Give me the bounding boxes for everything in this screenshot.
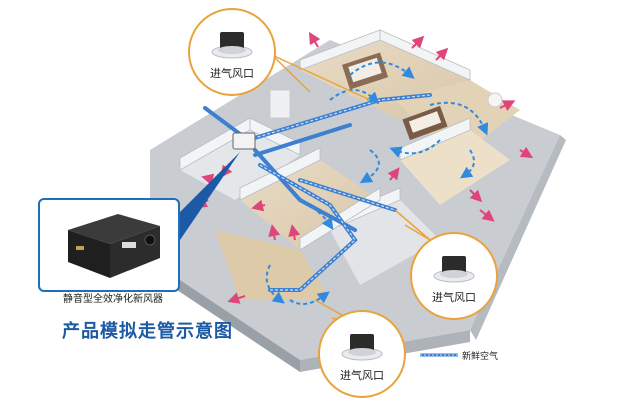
ceiling-vent-icon (433, 256, 475, 283)
air-inlet-label-bottom: 进气风口 (340, 369, 384, 382)
fresh-air-unit (232, 132, 256, 150)
air-inlet-callout-bottom: 进气风口 (318, 310, 406, 398)
air-inlet-label-right: 进气风口 (432, 291, 476, 304)
room-floors (180, 40, 520, 300)
ceiling-vent-icon (341, 334, 383, 361)
air-inlet-callout-right: 进气风口 (410, 232, 498, 320)
legend-fresh-air-label: 新鲜空气 (462, 352, 499, 362)
fresh-air-unit-callout (38, 198, 180, 292)
air-inlet-label-top: 进气风口 (210, 67, 254, 80)
diagram-title: 产品模拟走管示意图 (62, 321, 233, 342)
duct-highlight (247, 94, 431, 291)
callout-leaders (271, 54, 431, 326)
air-inlet-callout-top: 进气风口 (188, 8, 276, 96)
furniture (269, 52, 503, 141)
fresh-airflow-arrows (265, 61, 489, 305)
device-callout-pointer (180, 152, 240, 240)
fresh-air-unit-caption: 静音型全效净化新风器 (63, 294, 163, 305)
ceiling-vent-icon (211, 32, 253, 59)
fresh-air-unit-image (68, 214, 160, 278)
